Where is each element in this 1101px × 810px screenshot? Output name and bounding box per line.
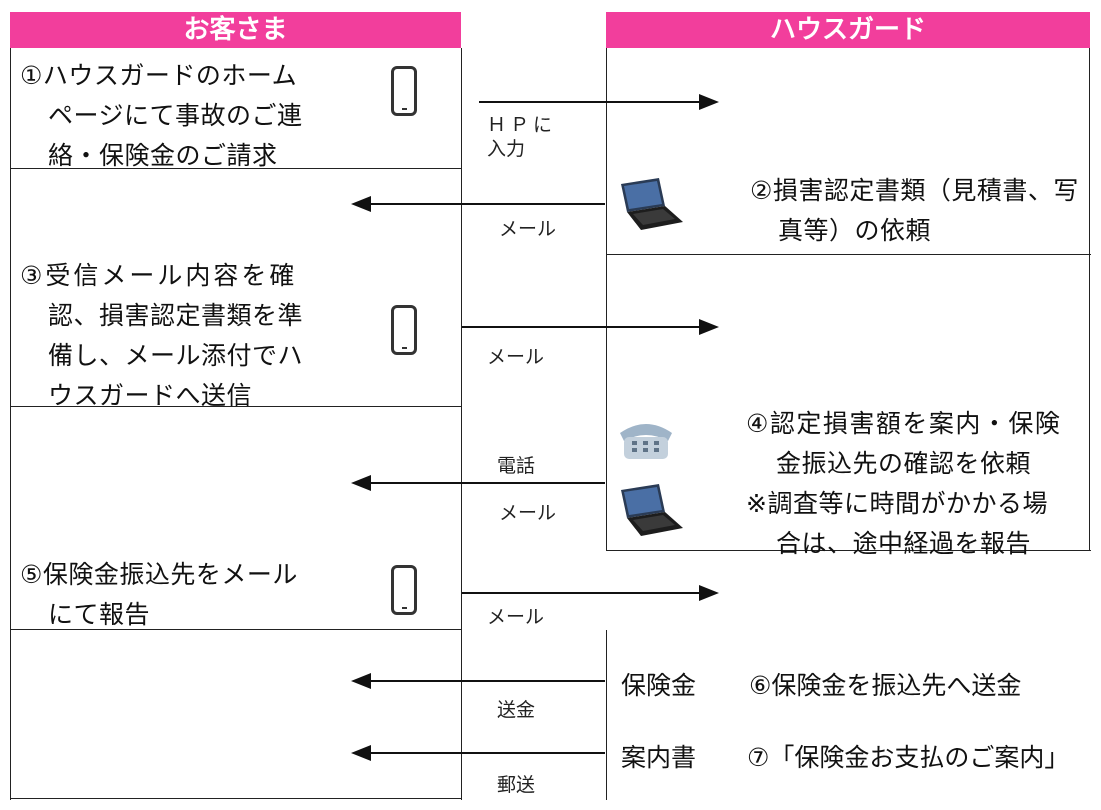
smartphone-icon [391, 66, 417, 116]
arrow-label-remit: 送金 [497, 699, 536, 721]
step-5-line: ⑤保険金振込先をメール [20, 560, 298, 589]
step-1: ①ハウスガードのホーム ページにて事故のご連 絡・保険金のご請求 [20, 56, 303, 176]
laptop-icon [617, 482, 685, 538]
arrow-to-customer [351, 196, 605, 212]
customer-row-divider [10, 168, 462, 169]
step-2: ②損害認定書類（見積書、写 真等）の依頼 [750, 171, 1079, 251]
sender-label-insurance: 保険金 [621, 671, 697, 700]
customer-row-divider [10, 798, 462, 799]
smartphone-icon [391, 305, 417, 355]
step-1-line: ①ハウスガードのホーム [20, 61, 298, 90]
arrow-label-hp: ＨＰに [487, 114, 557, 136]
company-row-divider [606, 550, 1091, 551]
step-1-line: ページにて事故のご連 [48, 101, 303, 130]
arrow-to-customer [351, 673, 605, 689]
arrow-label-phone: 電話 [497, 455, 536, 477]
company-column-left-border [606, 630, 607, 800]
customer-column-right-border [461, 48, 462, 800]
laptop-icon [617, 176, 685, 232]
telephone-icon [614, 413, 678, 463]
step-4-line: 金振込先の確認を依頼 [776, 449, 1032, 478]
arrow-label-post: 郵送 [497, 774, 536, 796]
customer-column-left-border [10, 48, 11, 800]
step-5-line: にて報告 [48, 600, 151, 629]
step-3-line: ③受信メール内容を確 [20, 261, 298, 290]
arrow-to-customer [351, 475, 605, 491]
step-3-line: 備し、メール添付でハ [48, 341, 304, 370]
step-6: ⑥保険金を振込先へ送金 [749, 671, 1022, 700]
arrow-to-customer [351, 745, 605, 761]
step-2-line: 真等）の依頼 [778, 216, 932, 245]
arrow-to-company [462, 585, 719, 601]
sender-label-guide: 案内書 [621, 743, 697, 772]
company-row-divider [606, 254, 1091, 255]
step-4-line: ④認定損害額を案内・保険 [746, 409, 1062, 438]
smartphone-icon [391, 565, 417, 615]
step-2-line: ②損害認定書類（見積書、写 [750, 176, 1079, 205]
arrow-label-mail: メール [499, 218, 557, 240]
customer-row-divider [10, 629, 462, 630]
arrow-to-company [462, 319, 719, 335]
step-4: ④認定損害額を案内・保険 金振込先の確認を依頼 ※調査等に時間がかかる場 合は、… [746, 404, 1061, 564]
company-column-right-border [1089, 48, 1090, 550]
customer-header: お客さま [10, 12, 461, 48]
arrow-label-mail: メール [487, 346, 545, 368]
company-header: ハウスガード [606, 12, 1090, 48]
arrow-label-hp: 入力 [487, 138, 526, 160]
step-3: ③受信メール内容を確 認、損害認定書類を準 備し、メール添付でハ ウスガードへ送… [20, 256, 303, 416]
arrow-to-company [479, 94, 719, 110]
step-4-line: 合は、途中経過を報告 [776, 529, 1032, 558]
step-3-line: 認、損害認定書類を準 [48, 301, 304, 330]
customer-row-divider [10, 406, 462, 407]
arrow-label-mail: メール [487, 606, 545, 628]
step-7: ⑦「保険金お支払のご案内」 [747, 743, 1070, 772]
step-3-line: ウスガードへ送信 [48, 381, 253, 410]
step-1-line: 絡・保険金のご請求 [48, 141, 278, 170]
company-column-left-border [606, 48, 607, 550]
step-5: ⑤保険金振込先をメール にて報告 [20, 555, 298, 635]
arrow-label-mail: メール [499, 502, 557, 524]
step-4-line: ※調査等に時間がかかる場 [746, 489, 1048, 518]
